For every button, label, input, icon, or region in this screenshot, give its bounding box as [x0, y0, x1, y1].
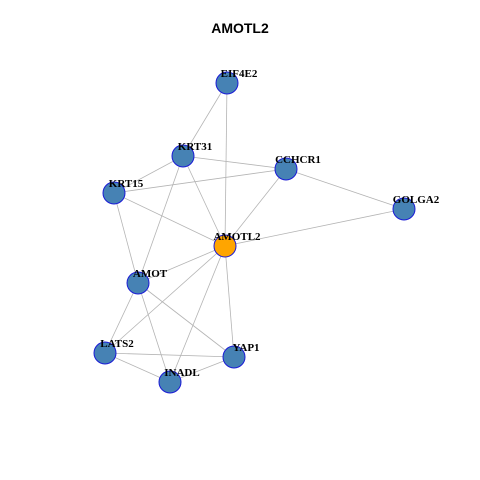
- node-label-lats2: LATS2: [100, 338, 134, 350]
- edge-krt31-amot: [137, 155, 184, 284]
- graph-title: AMOTL2: [211, 20, 269, 36]
- node-eif4e2: [215, 71, 239, 95]
- edge-amot-lats2: [104, 282, 139, 354]
- node-golga2: [392, 197, 416, 221]
- edge-krt31-amotl2: [182, 155, 226, 247]
- node-label-inadl: INADL: [164, 367, 199, 379]
- node-label-golga2: GOLGA2: [393, 194, 440, 206]
- edge-eif4e2-krt31: [182, 82, 228, 157]
- edge-krt15-amot: [113, 192, 139, 284]
- node-lats2: [93, 341, 117, 365]
- node-krt31: [171, 144, 195, 168]
- edge-krt31-cchcr1: [182, 155, 287, 170]
- edge-amotl2-lats2: [104, 245, 226, 354]
- edge-krt15-amotl2: [113, 192, 226, 247]
- edge-krt31-krt15: [113, 155, 184, 194]
- edge-cchcr1-krt15: [113, 168, 287, 194]
- node-label-krt15: KRT15: [109, 178, 144, 190]
- edge-amotl2-inadl: [169, 245, 226, 383]
- edge-amot-inadl: [137, 282, 171, 383]
- node-amot: [126, 271, 150, 295]
- edge-golga2-amotl2: [224, 208, 405, 247]
- node-amotl2: [213, 234, 237, 258]
- edge-lats2-yap1: [104, 352, 235, 358]
- edge-cchcr1-golga2: [285, 168, 405, 210]
- node-label-amot: AMOT: [133, 268, 168, 280]
- node-krt15: [102, 181, 126, 205]
- node-yap1: [222, 345, 246, 369]
- node-label-cchcr1: CCHCR1: [275, 154, 321, 166]
- edge-amotl2-yap1: [224, 245, 235, 358]
- node-inadl: [158, 370, 182, 394]
- node-label-amotl2: AMOTL2: [213, 231, 261, 243]
- edge-amotl2-amot: [137, 245, 226, 284]
- node-cchcr1: [274, 157, 298, 181]
- edge-amot-yap1: [137, 282, 235, 358]
- edge-eif4e2-amotl2: [224, 82, 228, 247]
- node-label-yap1: YAP1: [232, 342, 259, 354]
- edge-lats2-inadl: [104, 352, 171, 383]
- node-label-krt31: KRT31: [178, 141, 212, 153]
- node-label-eif4e2: EIF4E2: [221, 68, 258, 80]
- edge-cchcr1-amotl2: [224, 168, 287, 247]
